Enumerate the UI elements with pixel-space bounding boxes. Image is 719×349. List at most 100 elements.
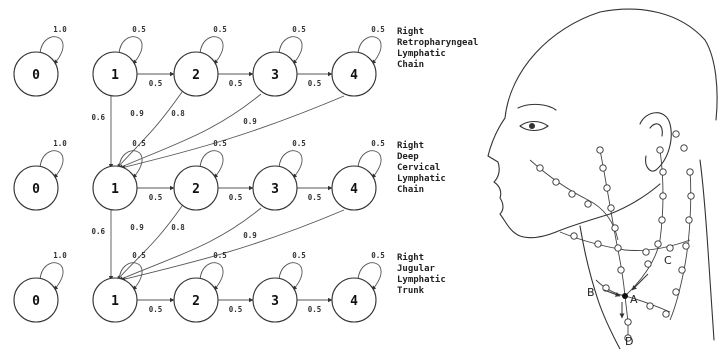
self-loop-label-4-row1: 0.5: [371, 139, 385, 148]
chain-name-line-2-row1: Cervical: [397, 162, 440, 173]
edge-forward-label-3-row2: 0.5: [308, 305, 322, 314]
lymph-node-dot: [536, 164, 544, 172]
point-label-a: A: [630, 293, 638, 306]
self-loop-4-row0: [357, 36, 382, 65]
self-loop-2-row2: [199, 262, 224, 291]
self-loop-label-1-row0: 0.5: [132, 25, 146, 34]
edge-down-label-row1: 0.6: [91, 227, 105, 236]
lymph-node-dot: [607, 204, 615, 212]
edge-from4-label-row0: 0.9: [243, 117, 257, 126]
edge-forward-label-1-row0: 0.5: [149, 79, 163, 88]
edge-down-label-row0: 0.6: [91, 113, 105, 122]
state-node-label-1-row1: 1: [111, 182, 119, 197]
self-loop-label-0-row1: 1.0: [53, 139, 67, 148]
chain-name-line-0-row0: Right: [397, 26, 424, 37]
edge-forward-label-3-row1: 0.5: [308, 193, 322, 202]
eyebrow: [517, 103, 557, 111]
lymph-node-dot: [570, 232, 578, 240]
self-loop-2-row0: [199, 36, 224, 65]
edge-from3-row0: [118, 93, 262, 169]
chain-name-line-0-row2: Right: [397, 252, 424, 263]
state-node-label-1-row2: 1: [111, 294, 119, 309]
chain-name-line-1-row0: Retropharyngeal: [397, 38, 478, 48]
self-loop-0-row0: [39, 36, 64, 65]
state-node-4-row2: [331, 277, 377, 323]
self-loop-1-row1: [118, 150, 143, 179]
self-loop-label-2-row2: 0.5: [213, 251, 227, 260]
self-loop-3-row2: [278, 262, 303, 291]
point-label-b: B: [587, 286, 595, 299]
self-loop-label-0-row2: 1.0: [53, 251, 67, 260]
state-node-label-0-row1: 0: [32, 182, 40, 197]
eye: [519, 120, 549, 132]
state-node-1-row0: [92, 51, 138, 97]
junction-point: [622, 293, 628, 299]
state-node-2-row2: [173, 277, 219, 323]
lymph-node-dot: [568, 190, 576, 198]
state-node-label-3-row2: 3: [271, 294, 279, 309]
lymph-node-dot: [584, 200, 592, 208]
vessel-face: [529, 159, 619, 241]
self-loop-1-row0: [118, 36, 143, 65]
self-loop-label-2-row0: 0.5: [213, 25, 227, 34]
lymph-node-dot: [685, 216, 693, 224]
self-loop-1-row2: [118, 262, 143, 291]
edge-forward-label-3-row0: 0.5: [308, 79, 322, 88]
lymph-node-dot: [599, 164, 607, 172]
lymph-node-dot: [594, 240, 602, 248]
lymph-node-dot: [654, 240, 662, 248]
self-loop-label-4-row2: 0.5: [371, 251, 385, 260]
self-loop-label-3-row0: 0.5: [292, 25, 306, 34]
lymph-node-dot: [658, 216, 666, 224]
state-node-4-row1: [331, 165, 377, 211]
edge-from3-label-row1: 0.9: [130, 223, 144, 232]
self-loop-label-1-row1: 0.5: [132, 139, 146, 148]
state-node-1-row1: [92, 165, 138, 211]
self-loop-label-1-row2: 0.5: [132, 251, 146, 260]
lymph-node-dot: [687, 192, 695, 200]
self-loop-label-3-row1: 0.5: [292, 139, 306, 148]
chain-name-line-2-row2: Lymphatic: [397, 274, 446, 285]
edge-forward-label-1-row2: 0.5: [149, 305, 163, 314]
lymph-node-dot: [646, 302, 654, 310]
state-node-3-row0: [252, 51, 298, 97]
chain-name-line-2-row0: Lymphatic: [397, 48, 446, 59]
chain-name-line-3-row0: Chain: [397, 59, 424, 70]
self-loop-0-row1: [39, 150, 64, 179]
state-node-3-row2: [252, 277, 298, 323]
lymph-node-dot: [656, 146, 664, 154]
chain-name-line-3-row2: Trunk: [397, 286, 425, 296]
lymph-node-dot: [672, 288, 680, 296]
head-outline: [487, 8, 718, 239]
lymph-node-dot: [624, 318, 632, 326]
state-node-label-2-row0: 2: [192, 68, 200, 83]
lymph-nodes: [536, 130, 695, 342]
edge-forward-label-2-row2: 0.5: [229, 305, 243, 314]
self-loop-label-4-row0: 0.5: [371, 25, 385, 34]
state-node-1-row2: [92, 277, 138, 323]
edge-forward-label-2-row1: 0.5: [229, 193, 243, 202]
lymph-node-dot: [552, 178, 560, 186]
self-loop-3-row1: [278, 150, 303, 179]
lymph-node-dot: [611, 224, 619, 232]
self-loop-0-row2: [39, 262, 64, 291]
chain-name-line-0-row1: Right: [397, 140, 424, 151]
lymph-node-dot: [659, 168, 667, 176]
lymph-node-dot: [686, 168, 694, 176]
self-loop-4-row1: [357, 150, 382, 179]
edge-from3-row1: [118, 207, 262, 281]
lymph-node-dot: [596, 146, 604, 154]
arrow-from-c: [631, 273, 649, 291]
head-neck-lymph-illustration: A B C D: [487, 8, 718, 349]
edge-forward-label-2-row0: 0.5: [229, 79, 243, 88]
lymph-node-dot: [617, 266, 625, 274]
ear-inner: [649, 123, 663, 137]
lymph-node-dot: [680, 144, 688, 152]
edge-from2-label-row1: 0.8: [171, 223, 185, 232]
arrow-from-b: [603, 289, 621, 297]
state-node-label-4-row2: 4: [350, 294, 358, 309]
edge-from4-label-row1: 0.9: [243, 231, 257, 240]
neck-front: [579, 225, 621, 349]
